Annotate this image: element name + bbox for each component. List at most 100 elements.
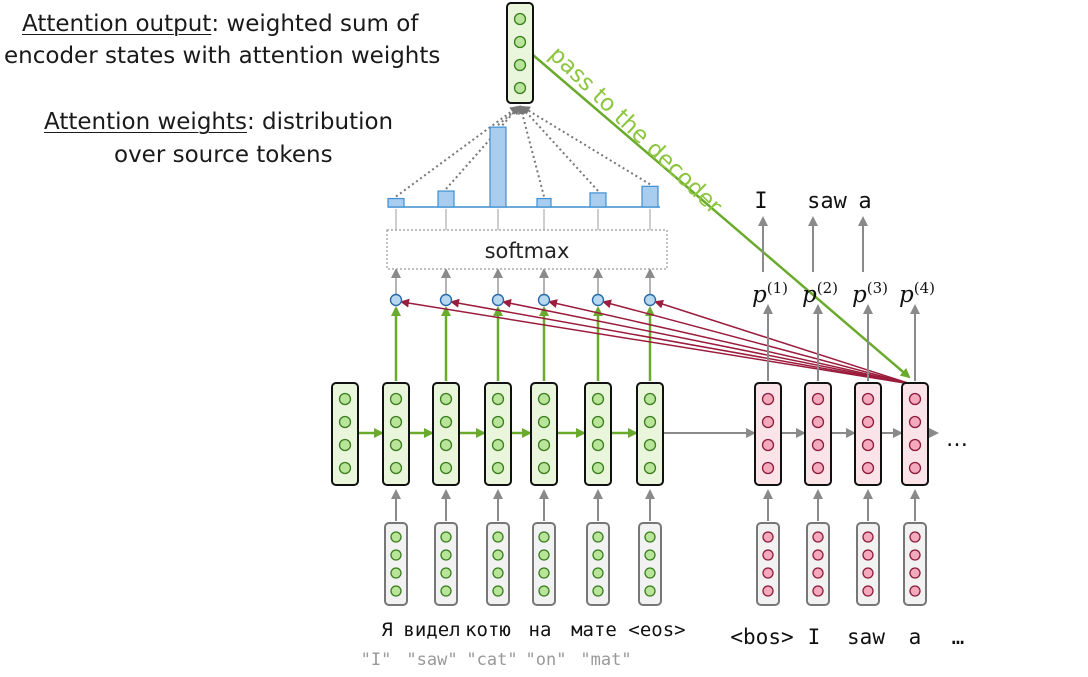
- decoder-state-1: [754, 382, 782, 486]
- decoder-to-score-arrow: [400, 298, 912, 385]
- encoder-state-0: [331, 382, 359, 486]
- target-embedding-2-dot: [812, 549, 824, 561]
- target-embedding-1-dot: [762, 549, 774, 561]
- source-embedding-4-box: [532, 522, 556, 606]
- source-embedding-5-dot: [592, 567, 604, 579]
- source-embedding-5: [586, 522, 610, 606]
- encoder-state-1-box: [382, 382, 410, 486]
- attention-weight-bar-5: [589, 192, 607, 208]
- attention-output-vector-dot: [513, 81, 527, 95]
- prob-label-superscript: (3): [867, 279, 888, 297]
- source-embedding-2-dot: [440, 531, 452, 543]
- target-embedding-3-dot: [862, 531, 874, 543]
- target-embedding-4-dot: [909, 585, 921, 597]
- decoder-input-token-5: …: [952, 625, 965, 649]
- target-embedding-1-dot: [762, 567, 774, 579]
- decoder-state-3-dot: [861, 392, 875, 406]
- attention-score-node-5: [591, 293, 605, 307]
- decoder-state-2-dot: [811, 392, 825, 406]
- prob-label-superscript: (2): [817, 279, 838, 297]
- target-embedding-1-box: [756, 522, 780, 606]
- encoder-state-6-dot: [643, 415, 657, 429]
- attention-score-node-1: [389, 293, 403, 307]
- attention-weight-bar-2: [437, 190, 455, 208]
- source-embedding-6-dot: [644, 549, 656, 561]
- encoder-state-5: [584, 382, 612, 486]
- attention-output-desc-2: encoder states with attention weights: [4, 43, 441, 69]
- decoder-to-score-arrow: [450, 298, 912, 385]
- encoder-state-5-dot: [591, 392, 605, 406]
- bar-to-output-dotted: [445, 105, 520, 190]
- source-embedding-4-dot: [538, 567, 550, 579]
- decoder-to-score-arrow: [502, 298, 912, 385]
- encoder-state-5-dot: [591, 461, 605, 475]
- source-embedding-3: [486, 522, 510, 606]
- encoder-state-4-dot: [537, 415, 551, 429]
- decoder-input-token-3: saw: [847, 625, 885, 649]
- bar-to-output-dotted: [520, 105, 599, 192]
- shapes-layer: [331, 2, 929, 606]
- decoder-state-3: [854, 382, 882, 486]
- encoder-state-0-dot: [338, 392, 352, 406]
- decoder-state-2: [804, 382, 832, 486]
- prob-label-base: p: [752, 282, 767, 308]
- connections-layer: [358, 54, 939, 521]
- attention-output-desc-1: : weighted sum of: [211, 11, 419, 37]
- source-embedding-5-dot: [592, 549, 604, 561]
- encoder-state-1-dot: [389, 461, 403, 475]
- encoder-state-2: [432, 382, 460, 486]
- attention-score-node-6: [643, 293, 657, 307]
- softmax-box: [386, 229, 668, 270]
- encoder-state-1-dot: [389, 392, 403, 406]
- encoder-state-1-dot: [389, 438, 403, 452]
- source-token-5: мате: [571, 619, 617, 641]
- target-embedding-4-dot: [909, 549, 921, 561]
- encoder-state-6-dot: [643, 392, 657, 406]
- source-embedding-1-dot: [390, 585, 402, 597]
- source-embedding-1-dot: [390, 531, 402, 543]
- attention-weights-annotation: Attention weights: distribution: [44, 106, 393, 138]
- source-embedding-2-dot: [440, 549, 452, 561]
- attention-output-term: Attention output: [22, 11, 212, 37]
- prob-label-superscript: (4): [914, 279, 935, 297]
- source-embedding-5-dot: [592, 531, 604, 543]
- encoder-state-3-dot: [491, 415, 505, 429]
- encoder-state-3-dot: [491, 461, 505, 475]
- decoder-state-1-dot: [761, 392, 775, 406]
- encoder-state-0-dot: [338, 461, 352, 475]
- attention-score-node-3: [491, 293, 505, 307]
- target-embedding-4-dot: [909, 567, 921, 579]
- decoder-state-1-box: [754, 382, 782, 486]
- source-embedding-3-box: [486, 522, 510, 606]
- encoder-state-1-dot: [389, 415, 403, 429]
- target-embedding-4: [903, 522, 927, 606]
- bar-to-output-dotted: [517, 105, 545, 197]
- encoder-state-3-dot: [491, 392, 505, 406]
- decoder-to-score-arrow: [602, 299, 912, 385]
- pass-to-decoder-arrow: [532, 54, 911, 379]
- source-embedding-4-dot: [538, 531, 550, 543]
- bar-to-output-dotted: [395, 105, 520, 198]
- attention-output-vector-dot: [513, 12, 527, 26]
- source-embedding-6-dot: [644, 585, 656, 597]
- target-embedding-4-dot: [909, 531, 921, 543]
- source-embedding-2-box: [434, 522, 458, 606]
- source-embedding-2: [434, 522, 458, 606]
- prob-label-superscript: (1): [767, 279, 788, 297]
- target-embedding-1: [756, 522, 780, 606]
- encoder-state-0-box: [331, 382, 359, 486]
- decoder-state-2-dot: [811, 461, 825, 475]
- source-embedding-5-box: [586, 522, 610, 606]
- decoder-state-2-dot: [811, 438, 825, 452]
- encoder-state-4-dot: [537, 461, 551, 475]
- source-embedding-6-box: [638, 522, 662, 606]
- source-embedding-3-dot: [492, 585, 504, 597]
- source-embedding-6-dot: [644, 567, 656, 579]
- encoder-state-3-dot: [491, 438, 505, 452]
- prob-label-4: p(4): [899, 279, 935, 308]
- decoder-input-token-1: <bos>: [730, 625, 793, 649]
- prob-label-base: p: [852, 282, 867, 308]
- decoder-state-1-dot: [761, 461, 775, 475]
- decoder-to-score-arrow: [548, 299, 912, 385]
